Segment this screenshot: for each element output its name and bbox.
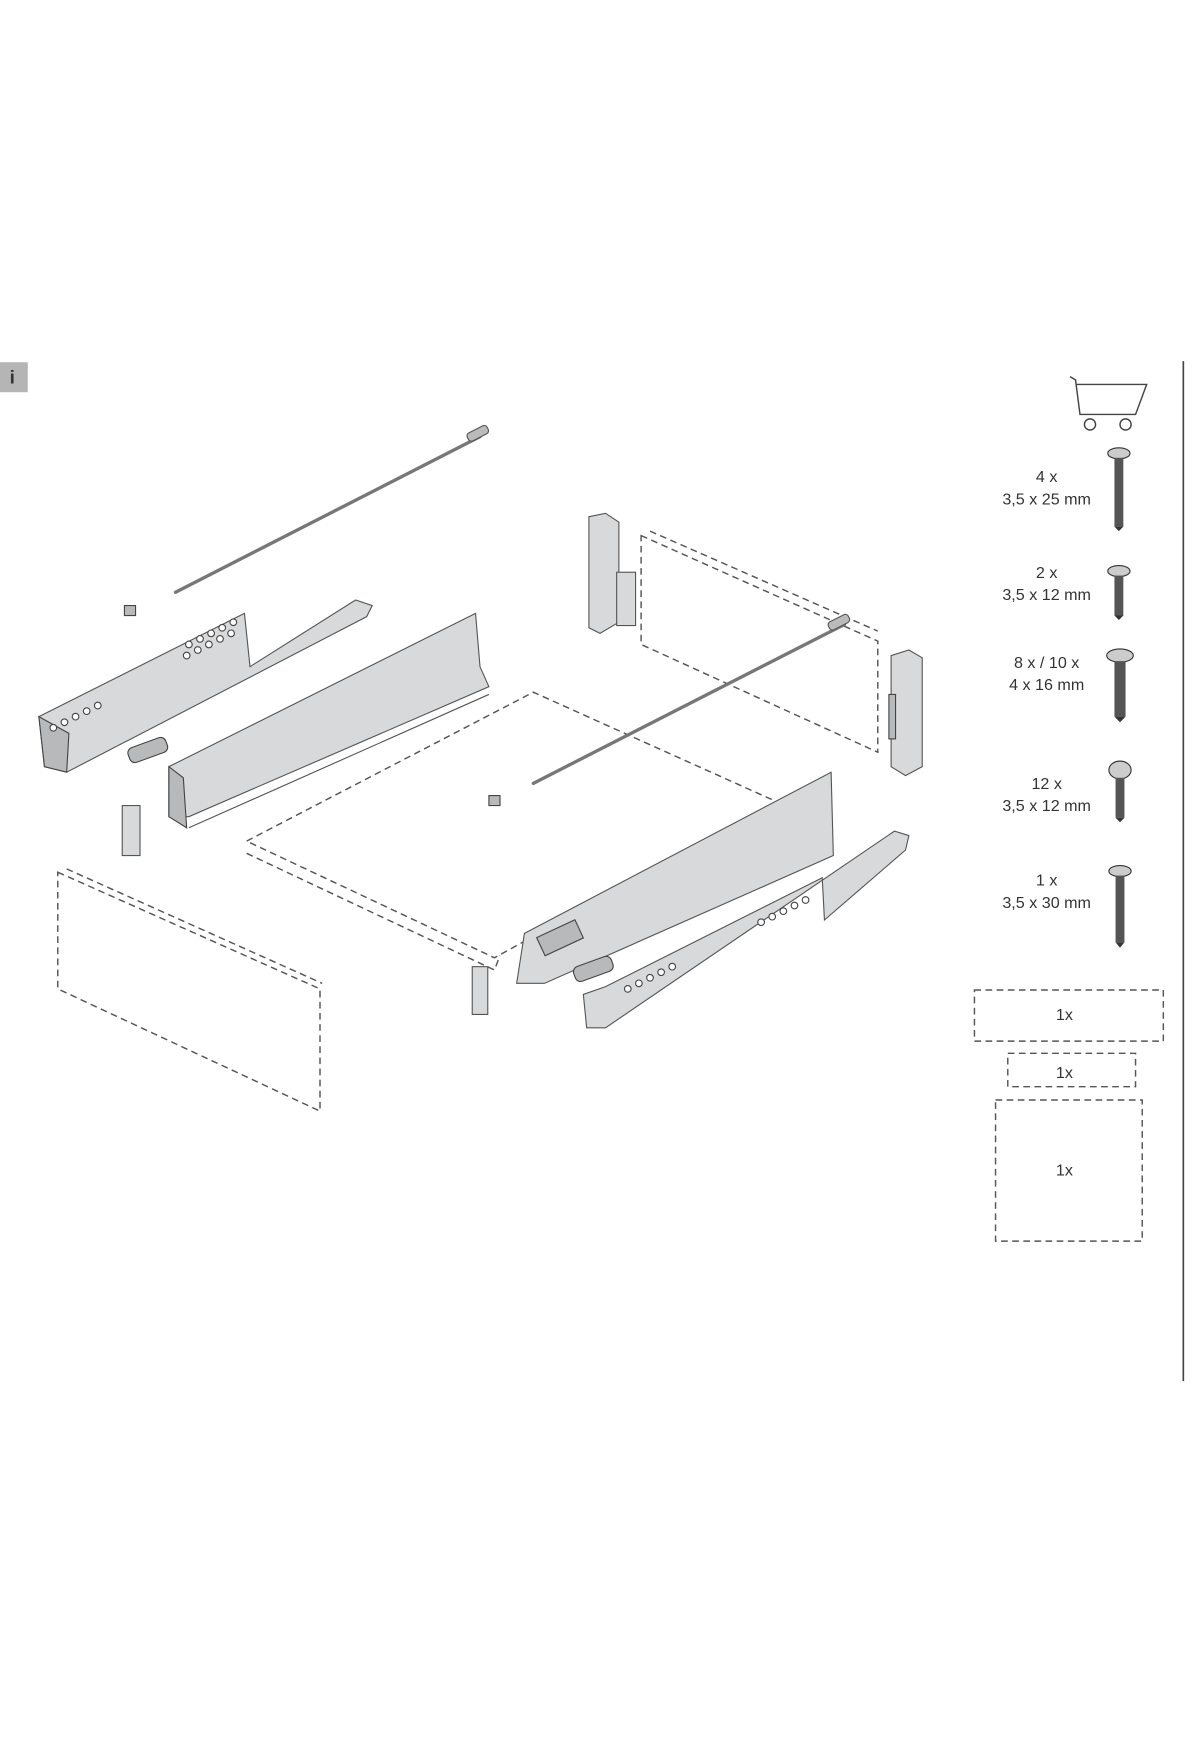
svg-text:4 x: 4 x xyxy=(1036,468,1058,486)
info-badge: i xyxy=(0,362,28,393)
svg-text:i: i xyxy=(10,367,15,388)
screw-item: 2 x 3,5 x 12 mm xyxy=(1002,564,1131,620)
countersunk-screw-icon xyxy=(1107,447,1131,532)
shopping-cart-icon xyxy=(1069,376,1148,431)
screw-item: 4 x 3,5 x 25 mm xyxy=(1002,447,1131,532)
svg-text:1x: 1x xyxy=(1056,1064,1073,1082)
countersunk-screw-icon xyxy=(1107,565,1131,620)
screw-list: 4 x 3,5 x 25 mm 2 x 3,5 x 12 mm 8 x / 10… xyxy=(1002,447,1134,948)
left-drawer-side xyxy=(168,612,490,829)
panel-item: 1x xyxy=(1007,1052,1137,1088)
svg-text:1x: 1x xyxy=(1056,1006,1073,1024)
left-rail-rod xyxy=(173,424,490,594)
right-drawer-side xyxy=(516,771,834,984)
svg-text:3,5 x 25 mm: 3,5 x 25 mm xyxy=(1002,490,1091,508)
svg-text:1 x: 1 x xyxy=(1036,872,1058,890)
pan-head-screw-icon xyxy=(1108,760,1132,823)
svg-text:3,5 x 12 mm: 3,5 x 12 mm xyxy=(1002,586,1091,604)
screw-item: 8 x / 10 x 4 x 16 mm xyxy=(1009,648,1134,723)
drawer-bottom-edge xyxy=(246,852,501,971)
runner-clip xyxy=(572,955,614,983)
svg-text:12 x: 12 x xyxy=(1031,775,1061,793)
panel-item: 1x xyxy=(994,1099,1143,1242)
screw-item: 1 x 3,5 x 30 mm xyxy=(1002,865,1132,948)
left-back-bracket xyxy=(588,512,637,634)
rod-clip xyxy=(488,795,501,807)
countersunk-screw-icon xyxy=(1108,865,1132,948)
back-panel-outline xyxy=(640,530,879,754)
right-rail-rod xyxy=(531,613,851,785)
svg-text:2 x: 2 x xyxy=(1036,564,1058,582)
svg-text:1x: 1x xyxy=(1056,1162,1073,1180)
svg-text:3,5 x 12 mm: 3,5 x 12 mm xyxy=(1002,797,1091,815)
front-panel-outline xyxy=(57,868,323,1113)
svg-text:4 x 16 mm: 4 x 16 mm xyxy=(1009,676,1084,694)
left-runner xyxy=(38,599,374,857)
panel-list: 1x 1x 1x xyxy=(973,989,1165,1242)
panel-item: 1x xyxy=(973,989,1165,1042)
right-runner xyxy=(582,830,910,1029)
screw-item: 12 x 3,5 x 12 mm xyxy=(1002,760,1132,823)
front-bracket-right xyxy=(471,966,489,1015)
svg-text:8 x / 10 x: 8 x / 10 x xyxy=(1014,654,1079,672)
svg-text:3,5 x 30 mm: 3,5 x 30 mm xyxy=(1002,894,1091,912)
countersunk-screw-icon xyxy=(1106,648,1134,723)
right-back-bracket xyxy=(888,649,923,777)
